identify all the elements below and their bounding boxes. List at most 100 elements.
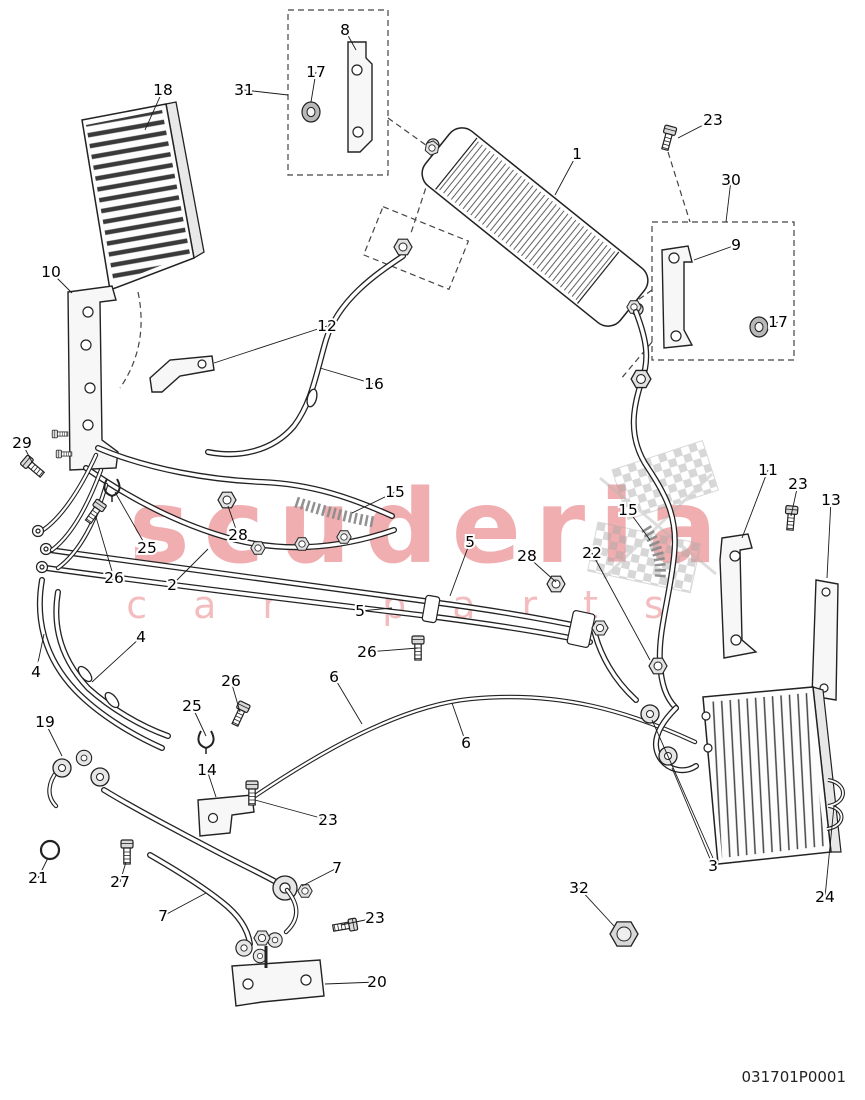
callout-30: 30 (719, 169, 743, 223)
svg-text:23: 23 (703, 111, 723, 129)
callout-5: 5 (353, 600, 393, 622)
callout-28: 28 (226, 505, 250, 546)
callout-17: 17 (304, 61, 328, 103)
bolt-23 (783, 504, 799, 532)
bolt-23 (658, 124, 678, 152)
callout-23: 23 (677, 109, 725, 139)
callout-23: 23 (340, 907, 387, 929)
bracket-9 (661, 245, 694, 349)
callout-18: 18 (144, 79, 175, 131)
svg-text:14: 14 (197, 761, 217, 779)
bolt-26 (228, 699, 252, 729)
callout-26: 26 (95, 516, 126, 589)
aux-cooler-3 (701, 686, 845, 865)
svg-text:5: 5 (355, 602, 365, 620)
callout-28: 28 (515, 545, 557, 583)
bolt-23 (331, 917, 359, 935)
callout-19: 19 (33, 711, 63, 757)
nut-28 (546, 575, 566, 593)
bracket-14 (197, 794, 255, 837)
svg-text:24: 24 (815, 888, 835, 906)
svg-text:32: 32 (569, 879, 589, 897)
svg-text:26: 26 (357, 643, 377, 661)
svg-text:27: 27 (110, 873, 130, 891)
callout-32: 32 (567, 877, 615, 927)
svg-text:22: 22 (582, 544, 602, 562)
svg-text:26: 26 (104, 569, 124, 587)
kit-box-30 (651, 221, 795, 361)
svg-text:25: 25 (182, 697, 202, 715)
fitting-cluster-19 (49, 749, 110, 806)
callout-11: 11 (741, 459, 780, 539)
callout-1: 1 (554, 143, 584, 196)
callout-4: 4 (91, 626, 148, 683)
callout-20: 20 (324, 971, 389, 993)
callout-15: 15 (616, 499, 651, 541)
svg-text:13: 13 (821, 491, 841, 509)
grommet-17 (301, 101, 321, 123)
svg-text:23: 23 (365, 909, 385, 927)
callout-29: 29 (10, 432, 34, 463)
pipes-left-drop (31, 455, 107, 568)
callout-10: 10 (39, 261, 73, 294)
callout-17: 17 (766, 311, 790, 333)
svg-text:30: 30 (721, 171, 741, 189)
pipe-16 (208, 238, 413, 454)
svg-text:31: 31 (234, 81, 254, 99)
svg-text:7: 7 (332, 859, 342, 877)
bracket-20 (231, 959, 325, 1007)
svg-text:21: 21 (28, 869, 48, 887)
kit-box-31 (287, 9, 389, 176)
svg-text:18: 18 (153, 81, 173, 99)
bracket-11 (719, 533, 758, 659)
nut-28 (217, 491, 237, 509)
svg-text:23: 23 (318, 811, 338, 829)
svg-text:2: 2 (167, 576, 177, 594)
pipe-junction-22 (566, 610, 636, 700)
pipe-6 (252, 697, 695, 798)
callout-23: 23 (254, 799, 340, 831)
callout-7: 7 (301, 857, 344, 887)
callout-25: 25 (180, 695, 207, 737)
svg-text:4: 4 (31, 663, 41, 681)
callout-4: 4 (29, 633, 45, 683)
callout-14: 14 (195, 759, 219, 798)
svg-text:11: 11 (758, 461, 778, 479)
pipes-5 (35, 542, 593, 643)
svg-text:12: 12 (317, 317, 337, 335)
callout-3: 3 (671, 767, 720, 877)
o-ring-21 (39, 839, 61, 861)
callout-9: 9 (693, 234, 743, 261)
svg-text:25: 25 (137, 539, 157, 557)
svg-text:6: 6 (329, 668, 339, 686)
callout-26: 26 (219, 670, 243, 713)
callout-26: 26 (355, 641, 419, 663)
svg-text:16: 16 (364, 375, 384, 393)
callout-25: 25 (114, 491, 159, 559)
bracket-10 (51, 285, 119, 471)
svg-text:17: 17 (768, 313, 788, 331)
hose-hook-cooler3 (640, 704, 714, 859)
svg-text:28: 28 (228, 526, 248, 544)
oil-cooler-1 (421, 127, 649, 327)
svg-text:5: 5 (465, 533, 475, 551)
bolt-29 (19, 454, 47, 480)
svg-text:7: 7 (158, 907, 168, 925)
callout-27: 27 (108, 861, 132, 893)
callout-6: 6 (327, 666, 363, 725)
bracket-12 (149, 355, 215, 393)
svg-text:23: 23 (788, 475, 808, 493)
svg-text:9: 9 (731, 236, 741, 254)
hose-7-lower (150, 855, 296, 968)
union-nut-22 (648, 657, 668, 675)
svg-text:4: 4 (136, 628, 146, 646)
callout-6: 6 (451, 702, 473, 754)
callout-24: 24 (813, 805, 837, 908)
bracket-13 (811, 579, 839, 701)
callout-16: 16 (319, 367, 386, 395)
svg-text:3: 3 (708, 857, 718, 875)
cap-32 (609, 921, 639, 947)
